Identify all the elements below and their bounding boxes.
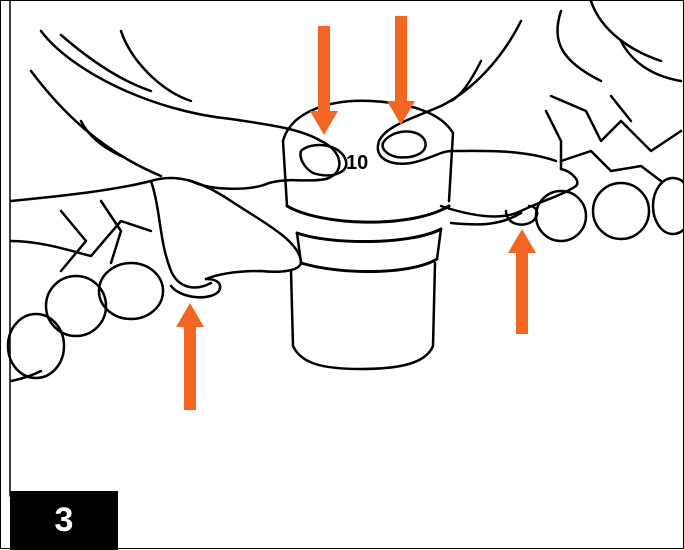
right-knuckle-1: [536, 191, 586, 241]
right-hand-wrinkle-1: [557, 11, 601, 81]
left-hand-wrinkle-3: [121, 31, 191, 101]
left-finger-crease-4: [11, 371, 41, 381]
left-index-finger-outline: [11, 178, 301, 279]
left-index-finger-inner: [151, 181, 211, 287]
vial-cap-rim: [287, 206, 449, 222]
cap-marking-label: 10: [346, 152, 368, 174]
vial-cap-left-edge: [283, 141, 287, 206]
left-knuckle-1: [99, 263, 163, 319]
right-hand-bottom: [441, 96, 684, 241]
vial-neck-right: [437, 229, 441, 259]
right-hand-top: [378, 1, 681, 164]
vial-body: [291, 263, 435, 369]
right-finger-crease-2: [561, 151, 661, 181]
vial-shoulder-line: [301, 259, 437, 272]
right-knuckle-2: [593, 183, 649, 239]
left-knuckle-3: [8, 314, 64, 378]
arrow-down-right: [387, 16, 415, 125]
left-hand-bottom: [8, 178, 301, 381]
step-number-badge: 3: [10, 491, 118, 550]
left-finger-crease-1: [11, 221, 151, 256]
right-hand-wrinkle-4: [591, 1, 661, 61]
arrow-down-left: [310, 26, 338, 135]
right-thumb-underside: [451, 151, 556, 161]
left-knuckle-2: [46, 276, 106, 336]
vial-cap-lower-rim: [297, 229, 441, 242]
left-hand-top: [31, 31, 346, 189]
right-knuckle-3: [653, 178, 684, 234]
right-index-finger-outline: [441, 169, 577, 216]
vial: 10: [283, 101, 453, 369]
vial-cap-right-edge: [449, 133, 453, 201]
arrow-up-right: [508, 229, 536, 334]
right-thumbnail: [383, 131, 426, 157]
right-finger-crease-4: [611, 96, 631, 121]
arrow-up-left: [176, 303, 204, 410]
left-finger-crease-2: [61, 211, 86, 271]
